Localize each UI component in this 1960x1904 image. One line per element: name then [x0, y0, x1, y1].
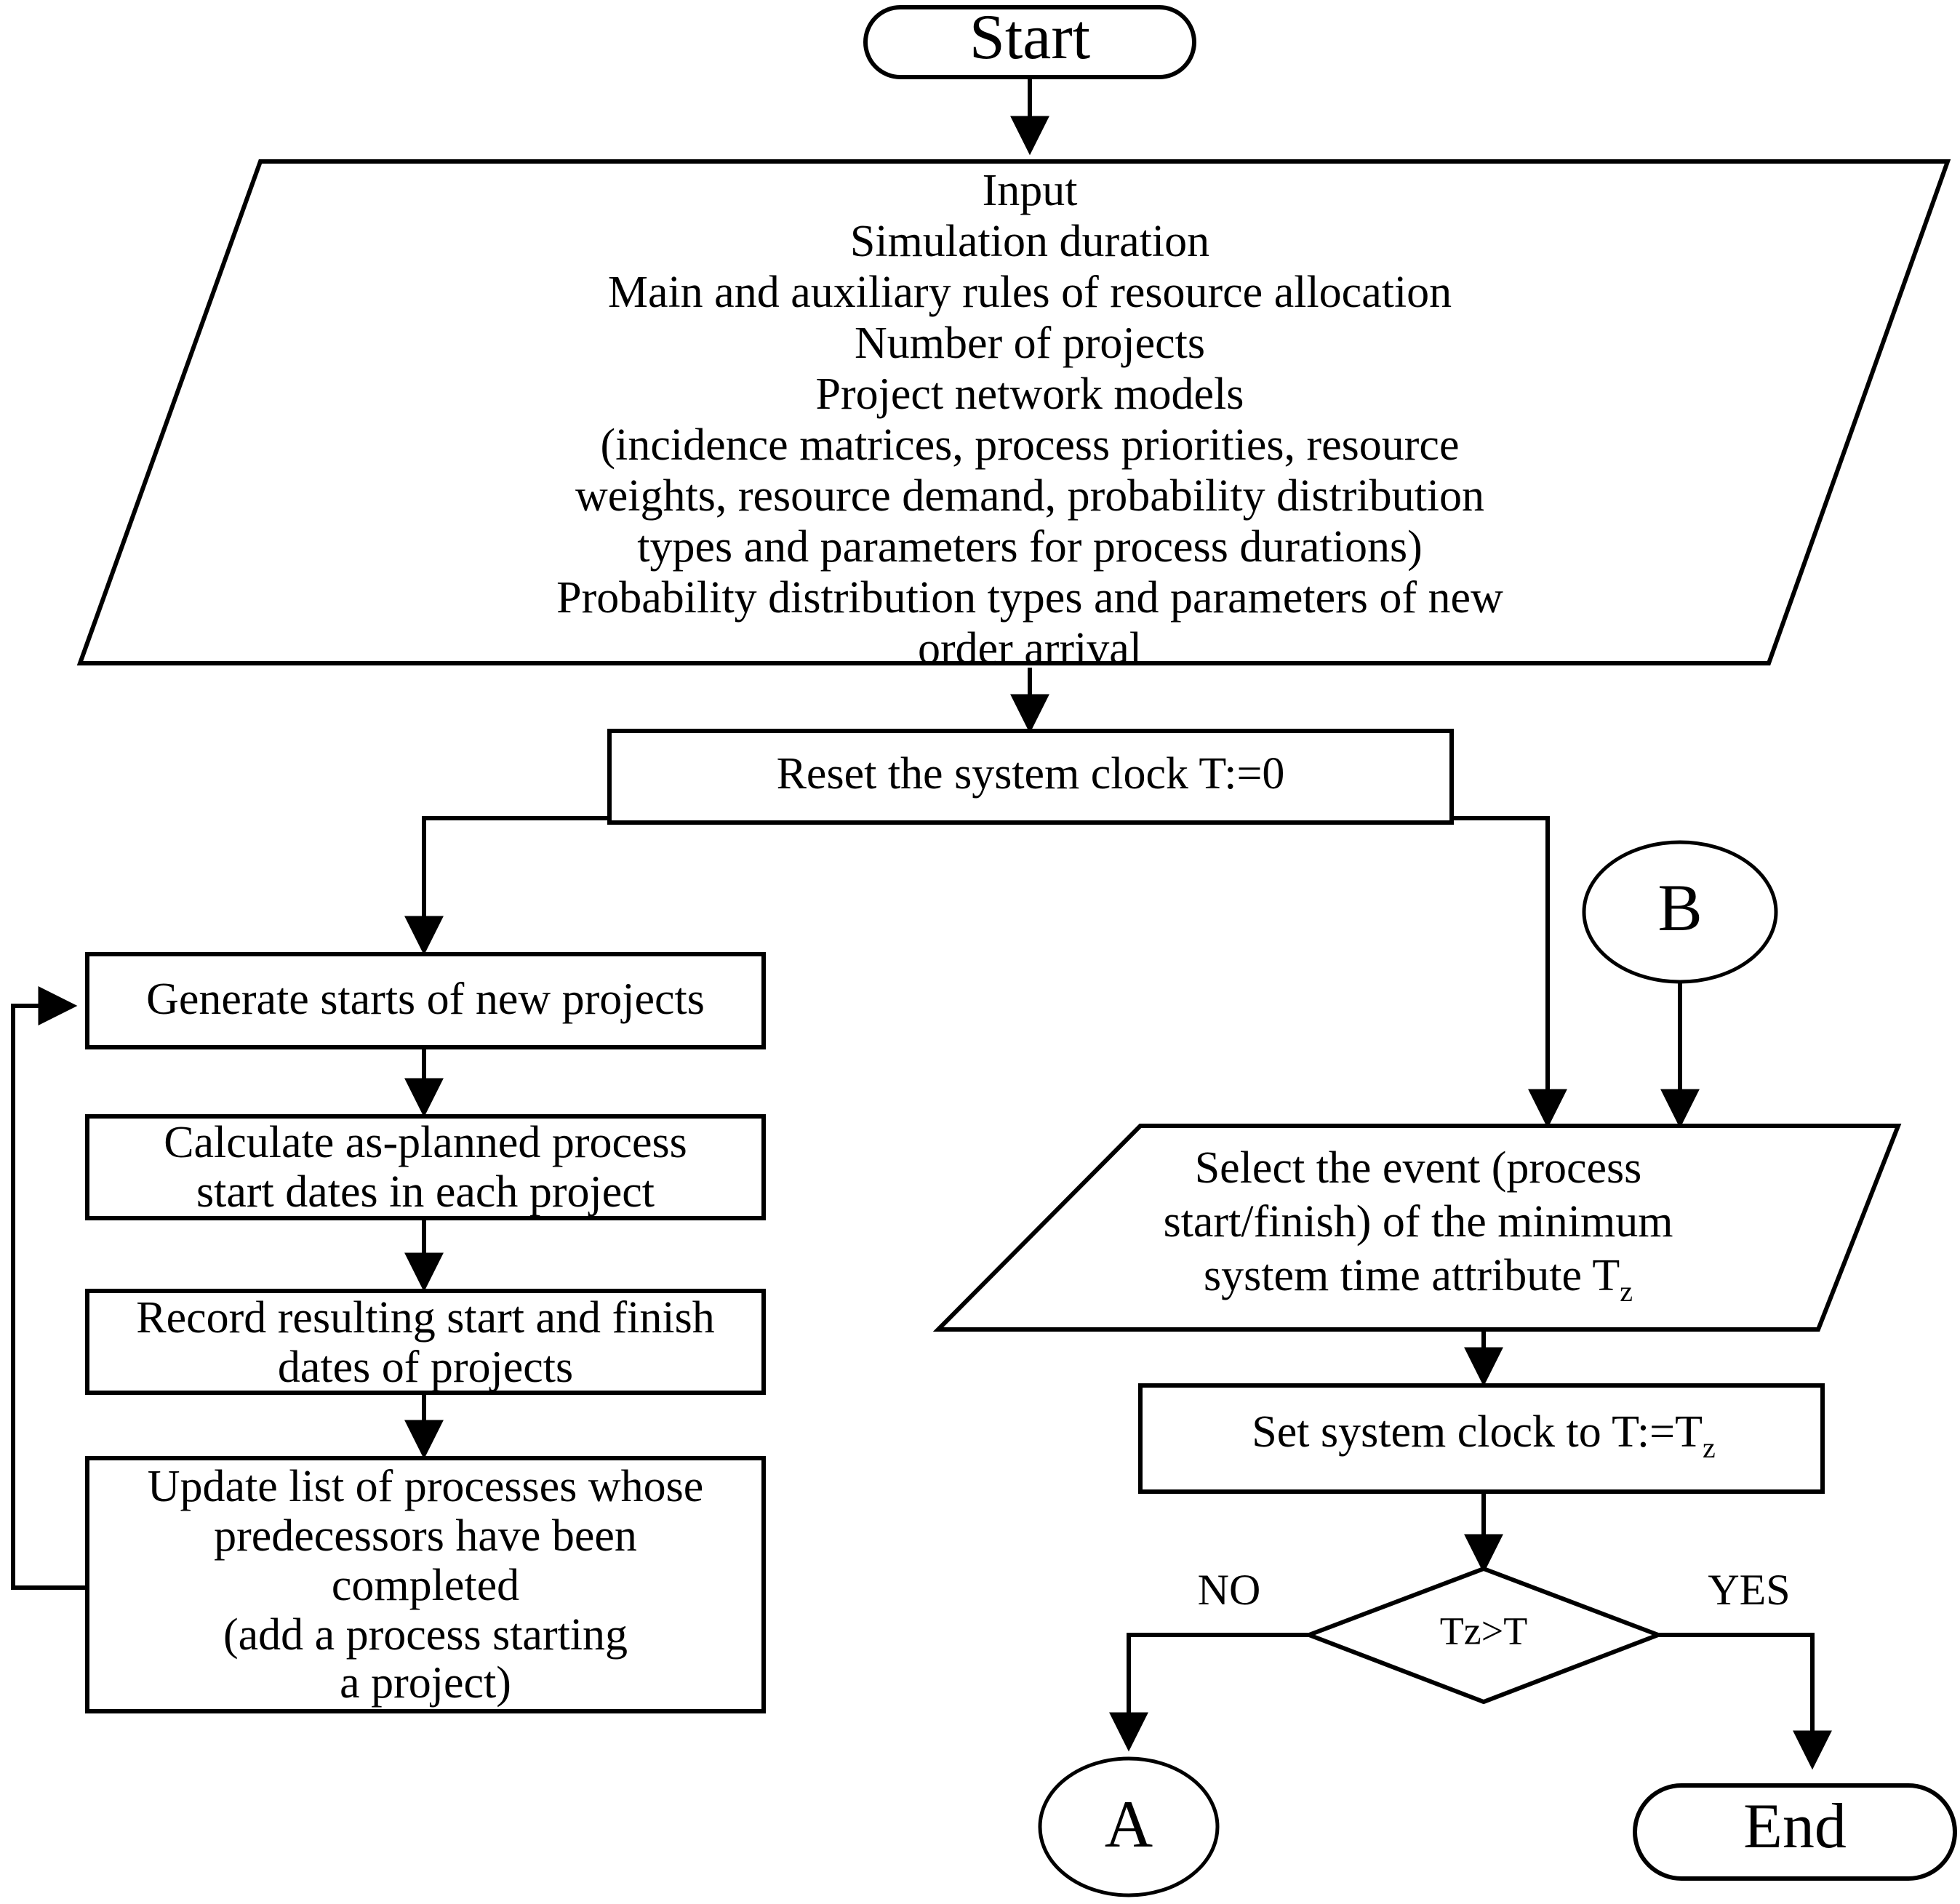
- edge-decision-no-to-a: [1109, 1633, 1311, 1752]
- input-line-8: Probability distribution types and param…: [556, 573, 1503, 623]
- node-connector-a[interactable]: A: [1038, 1756, 1220, 1897]
- start-shape: [863, 5, 1196, 79]
- connector-a-shape: [1038, 1756, 1220, 1897]
- node-calculate-dates[interactable]: Calculate as-planned process start dates…: [85, 1114, 766, 1220]
- input-line-6: weights, resource demand, probability di…: [575, 471, 1484, 521]
- edge-update-feedback-to-generate: [11, 986, 87, 1590]
- decision-label: Tz>T: [1440, 1609, 1527, 1652]
- reset-clock-label: Reset the system clock T:=0: [777, 749, 1285, 799]
- input-line-7: types and parameters for process duratio…: [637, 522, 1422, 572]
- calculate-dates-line-0: Calculate as-planned process: [164, 1118, 687, 1167]
- select-event-line-2: system time attribute Tz: [1204, 1251, 1633, 1308]
- update-list-line-2: completed: [332, 1561, 519, 1610]
- input-line-5: (incidence matrices, process priorities,…: [601, 420, 1460, 470]
- calculate-dates-shape: [85, 1114, 766, 1220]
- select-event-line-0: Select the event (process: [1195, 1143, 1642, 1193]
- node-set-clock[interactable]: Set system clock to T:=Tz: [1138, 1383, 1825, 1494]
- select-event-line-2-main: system time attribute T: [1204, 1251, 1620, 1300]
- edge-reset-to-select: [1452, 816, 1567, 1129]
- decision-shape: [1303, 1566, 1665, 1705]
- connector-a-label: A: [1105, 1787, 1153, 1861]
- node-connector-b[interactable]: B: [1582, 840, 1778, 984]
- set-clock-label: Set system clock to T:=Tz: [1252, 1407, 1715, 1464]
- set-clock-shape: [1138, 1383, 1825, 1494]
- input-line-1: Simulation duration: [850, 217, 1209, 266]
- select-event-shape: [932, 1124, 1902, 1332]
- input-shape: [76, 159, 1951, 665]
- node-record-dates[interactable]: Record resulting start and finish dates …: [85, 1289, 766, 1395]
- calculate-dates-line-1: start dates in each project: [196, 1167, 655, 1217]
- node-input[interactable]: Input Simulation duration Main and auxil…: [76, 159, 1951, 673]
- node-decision[interactable]: Tz>T: [1303, 1566, 1665, 1705]
- update-list-line-3: (add a process starting: [223, 1610, 628, 1660]
- reset-clock-shape: [607, 729, 1454, 825]
- node-start[interactable]: Start: [863, 2, 1196, 79]
- end-label: End: [1743, 1791, 1847, 1862]
- connector-edges: [11, 76, 1832, 1770]
- edge-reset-to-generate: [404, 816, 609, 956]
- edge-decision-yes-to-end: [1657, 1633, 1832, 1770]
- input-line-4: Project network models: [816, 369, 1244, 419]
- connector-b-label: B: [1657, 871, 1702, 945]
- node-reset-clock[interactable]: Reset the system clock T:=0: [607, 729, 1454, 825]
- node-update-list[interactable]: Update list of processes whose predecess…: [85, 1456, 766, 1713]
- record-dates-line-1: dates of projects: [278, 1343, 573, 1392]
- update-list-line-0: Update list of processes whose: [148, 1462, 704, 1511]
- record-dates-line-0: Record resulting start and finish: [136, 1293, 715, 1343]
- set-clock-subscript: z: [1703, 1431, 1716, 1464]
- record-dates-shape: [85, 1289, 766, 1395]
- connector-b-shape: [1582, 840, 1778, 984]
- generate-starts-shape: [85, 952, 766, 1049]
- edge-label-no: NO: [1198, 1566, 1261, 1614]
- update-list-line-1: predecessors have been: [214, 1511, 637, 1561]
- node-select-event[interactable]: Select the event (process start/finish) …: [932, 1124, 1902, 1332]
- generate-starts-label: Generate starts of new projects: [146, 975, 705, 1024]
- input-line-0: Input: [983, 166, 1078, 215]
- node-generate-starts[interactable]: Generate starts of new projects: [85, 952, 766, 1049]
- edge-label-yes: YES: [1708, 1566, 1790, 1614]
- node-end[interactable]: End: [1633, 1783, 1957, 1881]
- update-list-shape: [85, 1456, 766, 1713]
- update-list-line-4: a project): [340, 1658, 511, 1708]
- input-line-9: order arrival: [918, 624, 1142, 673]
- input-line-2: Main and auxiliary rules of resource all…: [608, 268, 1452, 317]
- start-label: Start: [969, 2, 1090, 73]
- end-shape: [1633, 1783, 1957, 1881]
- select-event-line-1: start/finish) of the minimum: [1164, 1197, 1673, 1247]
- set-clock-prefix: Set system clock to T:=T: [1252, 1407, 1703, 1457]
- select-event-subscript: z: [1620, 1275, 1633, 1308]
- input-line-3: Number of projects: [855, 319, 1205, 368]
